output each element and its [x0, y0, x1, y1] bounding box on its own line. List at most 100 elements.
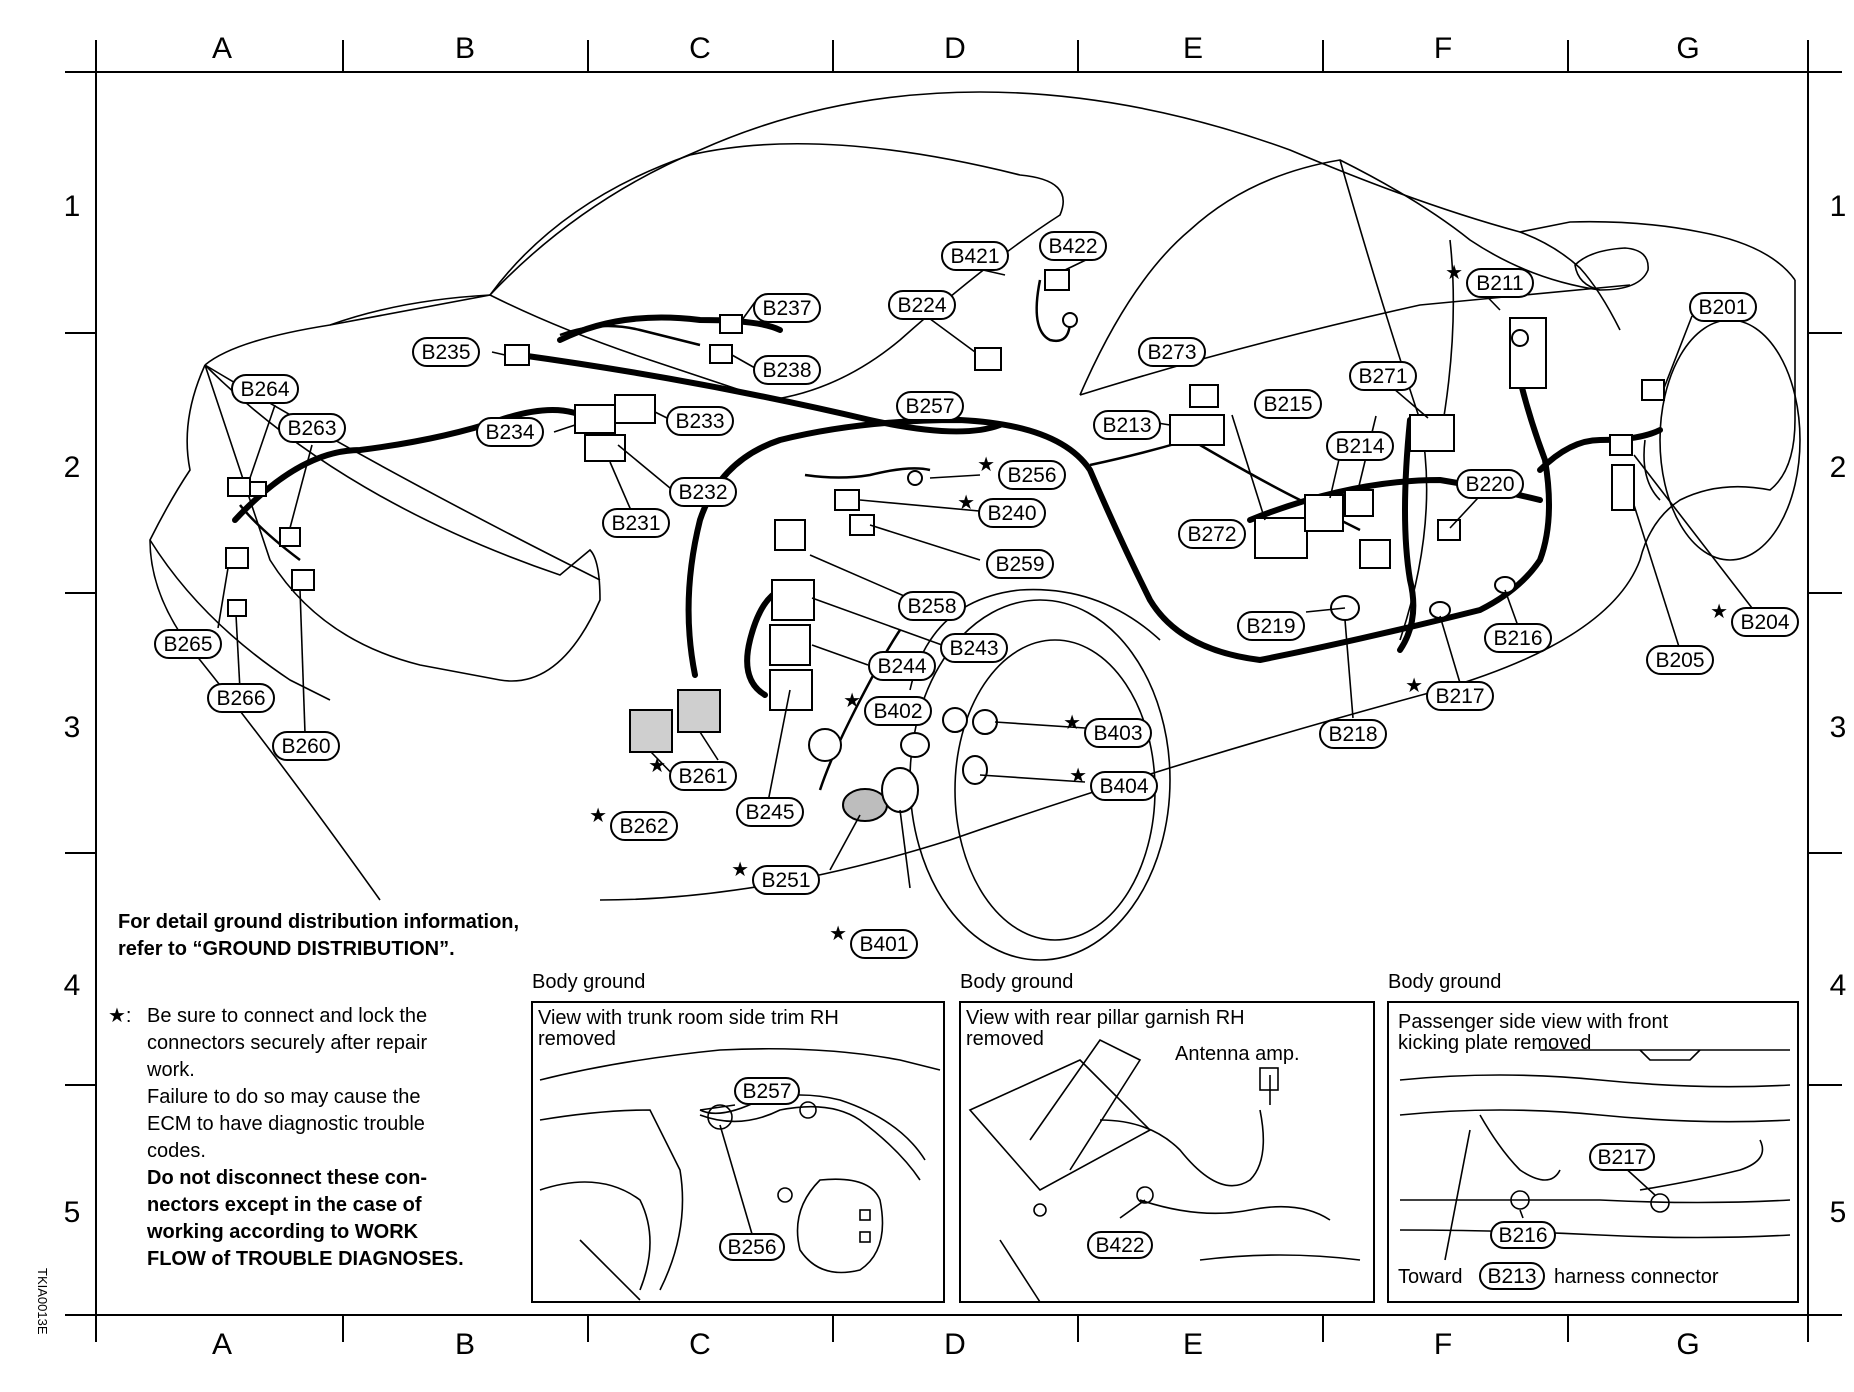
star-note-line: connectors securely after repair: [147, 1032, 427, 1054]
connector-label-b231: B231: [602, 508, 670, 538]
ground-note-line1: For detail ground distribution informati…: [118, 911, 519, 933]
connector-id: B402: [873, 700, 922, 723]
connector-id: B272: [1187, 523, 1236, 546]
connector-id: B262: [619, 815, 668, 838]
star-icon: ★: [829, 923, 847, 945]
star-note-bold-line: nectors except in the case of: [147, 1194, 422, 1216]
star-note-line: Failure to do so may cause the: [147, 1086, 420, 1108]
connector-id: B217: [1435, 685, 1484, 708]
column-letters-top: A B C D E F G: [212, 32, 1700, 65]
inset-view-line2: kicking plate removed: [1398, 1032, 1591, 1054]
connector-label-b211: B211★: [1445, 262, 1534, 298]
connector-label-b205: B205: [1646, 645, 1714, 675]
connector-id: B220: [1465, 473, 1514, 496]
connector-label-frame: [476, 417, 544, 447]
connector-label-b272: B272: [1178, 519, 1246, 549]
connector-label-b257: B257: [896, 391, 964, 421]
connector-id: B259: [995, 553, 1044, 576]
star-note-bold-line: FLOW of TROUBLE DIAGNOSES.: [147, 1248, 464, 1270]
connector-id: B218: [1328, 723, 1377, 746]
connector-id: B265: [163, 633, 212, 656]
connector-label-b204: B204★: [1710, 601, 1799, 637]
connector-id: B213: [1102, 414, 1151, 437]
connector-id: B234: [485, 421, 534, 444]
col-label-c: C: [689, 32, 711, 65]
inset-trunk-room: Body ground View with trunk room side tr…: [531, 971, 945, 1303]
connector-id: B216: [1493, 627, 1542, 650]
front-wheel: [1643, 319, 1801, 561]
star-note: ★: Be sure to connect and lock the conne…: [108, 1005, 464, 1270]
column-letters-bottom: A B C D E F G: [212, 1328, 1700, 1361]
connector-id: B219: [1246, 615, 1295, 638]
star-note-line: codes.: [147, 1140, 206, 1162]
row-label-2: 2: [64, 451, 81, 484]
inset-view-line1: View with rear pillar garnish RH: [966, 1007, 1245, 1029]
connector-label-frame: [752, 865, 820, 895]
inset-view-line1: Passenger side view with front: [1398, 1011, 1669, 1033]
connector-label-b422: B422: [1039, 231, 1107, 261]
connector-label-b259: B259: [986, 549, 1054, 579]
row-label-3-right: 3: [1830, 711, 1847, 744]
car-body-outline: [149, 91, 1796, 901]
connector-id: B258: [907, 595, 956, 618]
connector-label-frame: [231, 374, 299, 404]
ground-note-line2: refer to “GROUND DISTRIBUTION”.: [118, 938, 455, 960]
col-label-c-bottom: C: [689, 1328, 711, 1361]
star-note-line: work.: [146, 1059, 195, 1081]
connector-id: B201: [1698, 296, 1747, 319]
connector-label-frame: [1090, 771, 1158, 801]
inset-view-line2: removed: [966, 1028, 1044, 1050]
col-label-d: D: [944, 32, 966, 65]
connector-label-b220: B220: [1456, 469, 1524, 499]
col-label-e-bottom: E: [1183, 1328, 1203, 1361]
inset-title: Body ground: [960, 971, 1073, 993]
connector-id: B245: [745, 801, 794, 824]
connector-label-frame: [940, 633, 1008, 663]
star-note-bold-line: Do not disconnect these con-: [147, 1167, 427, 1189]
connector-label-frame: [602, 508, 670, 538]
connector-label-frame: [1319, 719, 1387, 749]
connector-label-frame: [1237, 611, 1305, 641]
inset-kicking-plate: Body ground Passenger side view with fro…: [1387, 971, 1799, 1303]
connector-label-b260: B260: [272, 731, 340, 761]
connector-label-b201: B201: [1689, 292, 1757, 322]
connector-label-b235: B235: [412, 337, 480, 367]
star-note-line: Be sure to connect and lock the: [147, 1005, 427, 1027]
connector-label-b219: B219: [1237, 611, 1305, 641]
star-icon: ★: [589, 805, 607, 827]
connector-label-frame: [1646, 645, 1714, 675]
connector-id: B266: [216, 687, 265, 710]
connector-label-b262: B262 ★: [589, 805, 678, 841]
connector-label-b271: B271: [1349, 361, 1417, 391]
connector-label-frame: [272, 731, 340, 761]
connector-label-frame: [278, 413, 346, 443]
connector-label-b245: B245: [736, 797, 804, 827]
connector-id: B215: [1263, 393, 1312, 416]
inset-title: Body ground: [1388, 971, 1501, 993]
inset3-label-b216: B216: [1490, 1221, 1556, 1249]
inset-extra: Antenna amp.: [1175, 1043, 1300, 1065]
col-label-a: A: [212, 32, 232, 65]
connector-id: B421: [950, 245, 999, 268]
connector-label-b421: B421: [941, 241, 1009, 271]
row-numbers-right: 1 2 3 4 5: [1830, 190, 1847, 1229]
connector-label-frame: [666, 406, 734, 436]
star-icon: ★: [957, 492, 975, 514]
connector-id: B264: [240, 378, 289, 401]
col-label-f-bottom: F: [1434, 1328, 1452, 1361]
col-label-b: B: [455, 32, 475, 65]
connector-label-frame: [898, 591, 966, 621]
connector-shapes: [225, 269, 1665, 753]
col-label-g: G: [1676, 32, 1699, 65]
inset3-b216-label: B216: [1498, 1224, 1547, 1247]
connector-label-frame: [412, 337, 480, 367]
connector-label-b238: B238: [753, 355, 821, 385]
connector-id: B244: [877, 655, 926, 678]
connector-id: B240: [987, 502, 1036, 525]
connector-label-frame: [864, 696, 932, 726]
connector-id: B273: [1147, 341, 1196, 364]
connector-label-b217: B217★: [1405, 675, 1494, 711]
connector-label-frame: [207, 683, 275, 713]
row-label-5: 5: [64, 1196, 81, 1229]
